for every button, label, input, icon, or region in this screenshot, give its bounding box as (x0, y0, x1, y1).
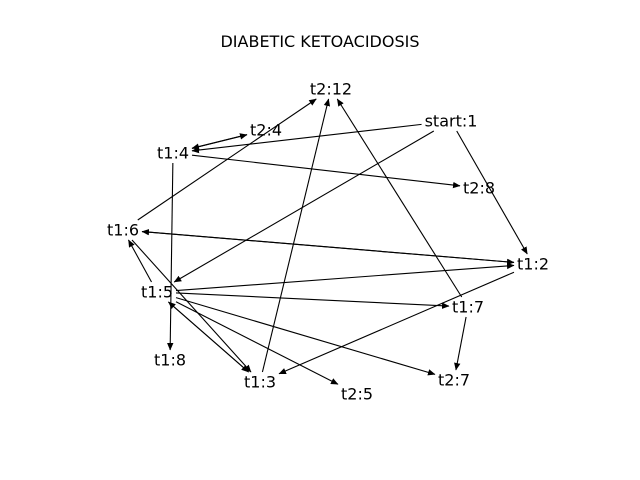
edge-t1-4-to-t1-8 (167, 162, 174, 351)
edge-t1-3-to-t2-12 (261, 98, 331, 373)
edge-t1-6-to-t1-3 (131, 239, 252, 373)
edge-start-1-to-t1-4 (191, 123, 422, 154)
edge-t1-5-to-t2-5 (175, 301, 339, 385)
node-t2-12: t2:12 (310, 80, 352, 99)
node-t2-7: t2:7 (438, 371, 470, 390)
edge-t1-3-to-t1-5 (168, 301, 249, 373)
edge-t1-6-to-t2-12 (137, 98, 317, 221)
edge-start-1-to-t1-2 (456, 130, 528, 255)
node-t2-8: t2:8 (463, 179, 495, 198)
edge-t1-7-to-t2-7 (454, 316, 467, 371)
edge-t1-2-to-t1-3 (278, 271, 515, 375)
node-t1-4: t1:4 (157, 144, 189, 163)
node-start-1: start:1 (425, 112, 478, 131)
edge-start-1-to-t1-5 (173, 130, 435, 283)
node-t1-3: t1:3 (244, 373, 276, 392)
edge-t1-5-to-t1-7 (175, 292, 450, 309)
node-t1-5: t1:5 (141, 283, 173, 302)
node-t1-7: t1:7 (452, 298, 484, 317)
edge-t1-5-to-t2-7 (175, 297, 436, 376)
edge-t1-4-to-t2-8 (191, 154, 461, 189)
edge-t1-2-to-t1-6 (141, 228, 515, 263)
node-t1-6: t1:6 (107, 221, 139, 240)
edge-t1-5-to-t1-2 (175, 262, 515, 292)
nodes-layer: t2:12 start:1 t2:4 t1:4 t2:8 t1:6 t1:2 t1:5 t1:7… (107, 80, 549, 404)
node-t2-5: t2:5 (341, 385, 373, 404)
edge-t2-4-to-t1-4 (191, 134, 248, 150)
node-t2-4: t2:4 (250, 121, 282, 140)
chart-title: DIABETIC KETOACIDOSIS (220, 32, 420, 51)
edge-t1-7-to-t2-12 (336, 98, 463, 298)
node-t1-8: t1:8 (154, 351, 186, 370)
edges-layer (128, 98, 528, 385)
node-t1-2: t1:2 (517, 255, 549, 274)
edge-t1-5-to-t1-6 (128, 239, 152, 283)
